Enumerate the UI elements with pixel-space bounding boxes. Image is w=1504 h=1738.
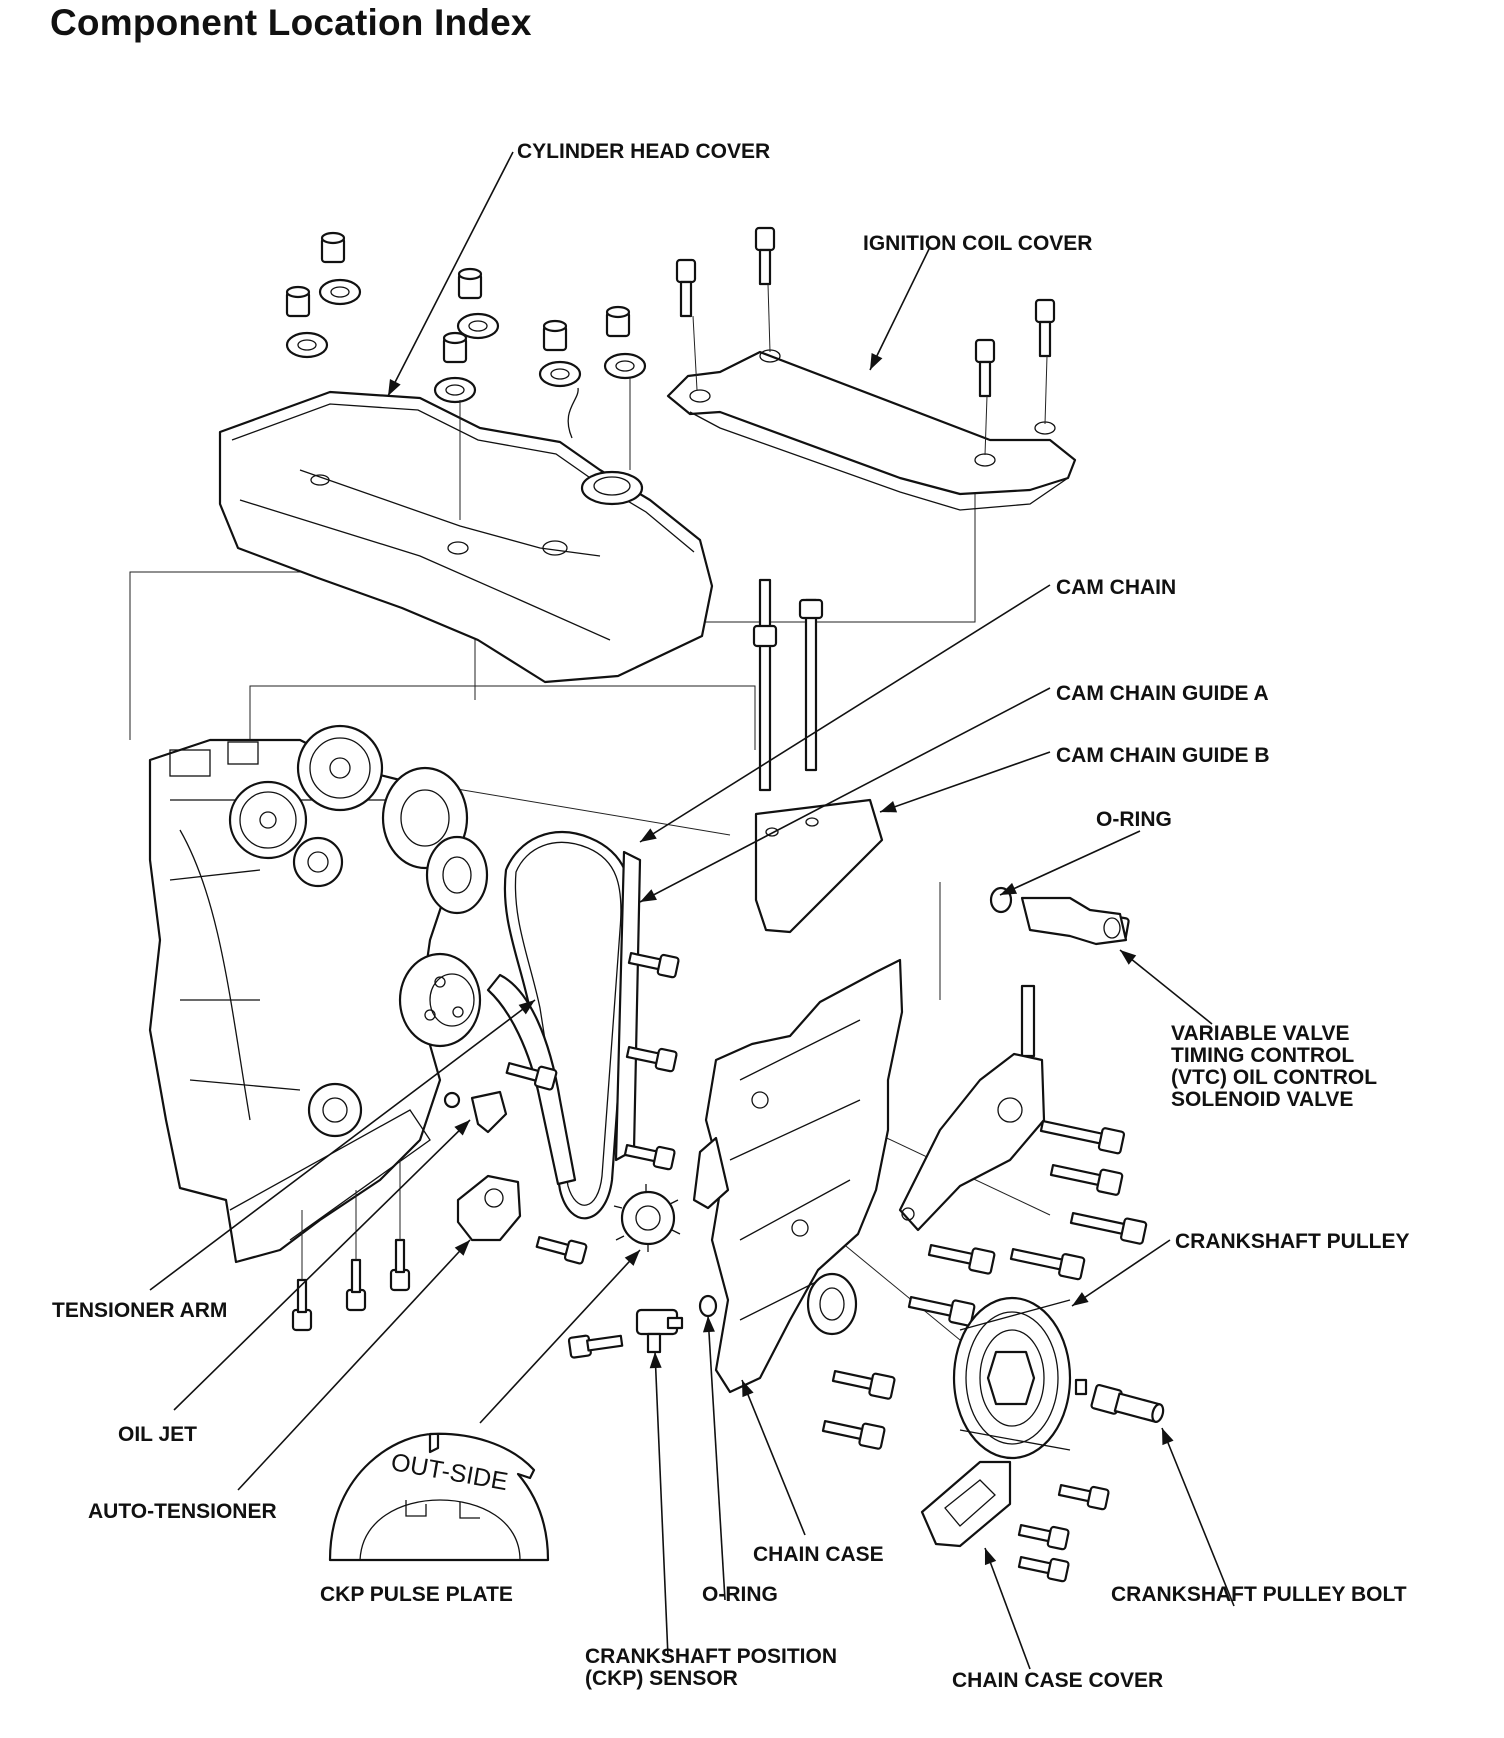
label-tensioner-arm: TENSIONER ARM — [52, 1299, 227, 1322]
label-vtc-line-1: VARIABLE VALVE — [1171, 1022, 1350, 1045]
vtc-bracket-part — [898, 984, 1046, 1232]
auto-tensioner-part — [456, 1174, 522, 1242]
leader-lines — [149, 151, 1235, 1670]
label-ckp-pulse-plate: CKP PULSE PLATE — [320, 1583, 513, 1606]
ckp-pulse-plate-part — [613, 1184, 681, 1252]
arrowhead — [518, 1000, 535, 1015]
arrowhead — [640, 889, 657, 902]
ignition-coil-cover-part — [666, 226, 1077, 511]
head-studs — [752, 578, 824, 792]
cam-sprockets — [228, 724, 384, 888]
label-oil-jet: OIL JET — [118, 1423, 197, 1446]
arrowhead — [880, 801, 898, 813]
cam-chain-guide-b-part — [754, 798, 884, 934]
fastener-bolts — [291, 913, 1148, 1583]
accessory-pulleys — [381, 766, 489, 1048]
arrowhead — [1162, 1428, 1174, 1446]
callout-labels: CYLINDER HEAD COVER IGNITION COIL COVER … — [52, 140, 1410, 1692]
arrowhead — [454, 1120, 470, 1136]
label-o-ring-vtc: O-RING — [1096, 808, 1172, 831]
crankshaft-pulley-bolt-part — [1074, 1378, 1165, 1423]
arrowhead — [984, 1548, 997, 1566]
chain-case-cover-part — [920, 1460, 1012, 1548]
cylinder-head-cover-part — [218, 387, 714, 684]
crank-sprocket — [307, 1082, 363, 1138]
cam-chain-part — [503, 830, 633, 1220]
label-vtc-line-2: TIMING CONTROL — [1171, 1044, 1354, 1067]
arrowhead — [742, 1380, 754, 1398]
label-vtc-line-4: SOLENOID VALVE — [1171, 1088, 1353, 1111]
cover-mounting-nuts — [285, 231, 647, 520]
arrowhead — [454, 1240, 470, 1256]
chain-case-part — [692, 958, 904, 1394]
ckp-sensor-part — [635, 1308, 684, 1354]
arrowhead — [640, 828, 657, 842]
label-auto-tensioner: AUTO-TENSIONER — [88, 1500, 277, 1523]
o-ring-ckp-part — [698, 1294, 718, 1318]
label-crankshaft-pulley-bolt: CRANKSHAFT PULLEY BOLT — [1111, 1583, 1407, 1606]
arrowhead — [624, 1250, 640, 1266]
label-ckp-sensor-line-1: CRANKSHAFT POSITION — [585, 1645, 837, 1668]
label-crankshaft-pulley: CRANKSHAFT PULLEY — [1175, 1230, 1410, 1253]
label-chain-case: CHAIN CASE — [753, 1543, 884, 1566]
label-cam-chain-guide-a: CAM CHAIN GUIDE A — [1056, 682, 1269, 705]
arrowhead — [649, 1352, 662, 1369]
exploded-engine-illustration: OUT-SIDE — [129, 226, 1165, 1583]
oil-jet-part — [443, 1090, 508, 1134]
label-cylinder-head-cover: CYLINDER HEAD COVER — [517, 140, 770, 163]
label-vtc-line-3: (VTC) OIL CONTROL — [1171, 1066, 1377, 1089]
arrowhead — [1120, 950, 1137, 965]
label-cam-chain-guide-b: CAM CHAIN GUIDE B — [1056, 744, 1270, 767]
label-ignition-coil-cover: IGNITION COIL COVER — [863, 232, 1092, 255]
arrowhead — [1000, 882, 1018, 895]
crankshaft-pulley-part — [952, 1296, 1072, 1460]
label-o-ring-ckp: O-RING — [702, 1583, 778, 1606]
label-cam-chain: CAM CHAIN — [1056, 576, 1176, 599]
page-title: Component Location Index — [50, 2, 532, 43]
arrowhead — [870, 352, 883, 370]
pulse-plate-detail-inset: OUT-SIDE — [328, 1432, 550, 1562]
arrowhead — [388, 379, 401, 396]
label-chain-case-cover: CHAIN CASE COVER — [952, 1669, 1163, 1692]
label-ckp-sensor-line-2: (CKP) SENSOR — [585, 1667, 738, 1690]
arrowhead — [702, 1316, 715, 1333]
arrowheads — [388, 352, 1174, 1566]
vtc-solenoid-valve-part — [989, 886, 1128, 946]
arrowhead — [1072, 1292, 1089, 1306]
